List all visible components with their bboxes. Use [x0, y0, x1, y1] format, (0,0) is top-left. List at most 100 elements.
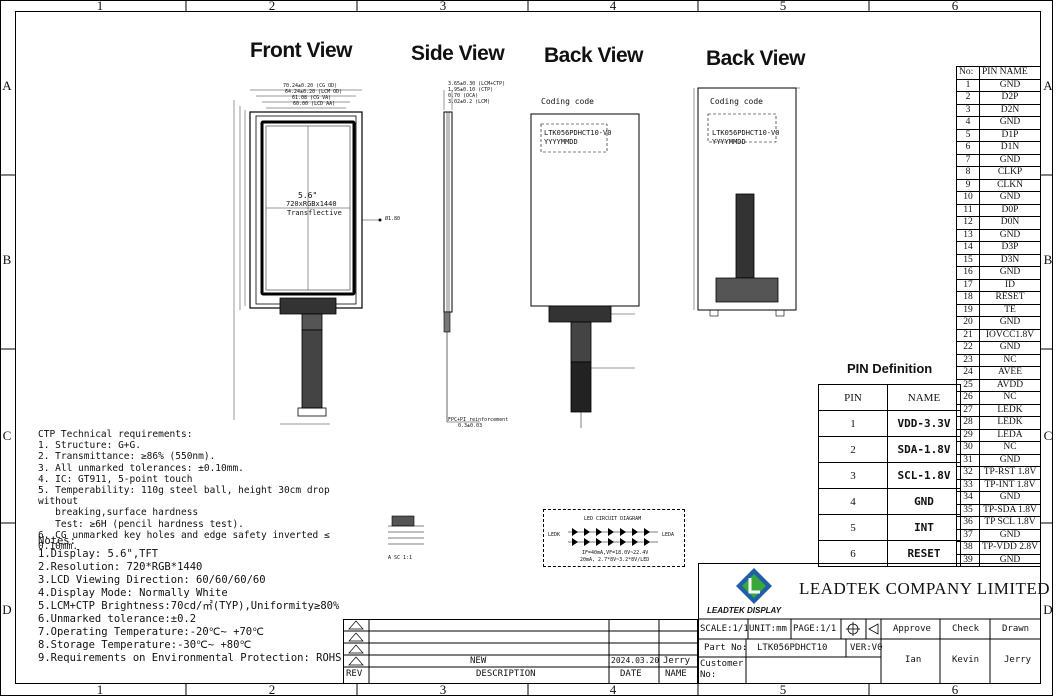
title-checker: Kevin	[952, 655, 980, 665]
zone-row-d-right: D	[1043, 602, 1053, 617]
pin-number: 5	[956, 128, 980, 142]
title-page: PAGE:1/1	[793, 624, 837, 634]
side-dim-total: 3.65±0.30 (LCM+CTP)	[448, 81, 506, 87]
pin-name: TP SCL 1.8V	[979, 516, 1041, 530]
pin-number: 24	[956, 366, 980, 380]
back1-code-line2: YYYYMMDD	[544, 138, 578, 146]
revision-entry-name: Jerry	[663, 656, 691, 666]
back-view-title-2: Back View	[706, 47, 806, 70]
ctp-item-5c: Test: ≥6H (pencil hardness test).	[38, 518, 244, 530]
pin-number: 7	[956, 153, 980, 167]
pin-name: LEDA	[979, 428, 1041, 442]
pin-number: 22	[956, 341, 980, 355]
pin-number: 17	[956, 278, 980, 292]
pin-name: TP-INT 1.8V	[979, 478, 1041, 492]
side-view-drawing	[443, 90, 480, 423]
side-dim-lcm: 3.02±0.2 (LCM)	[448, 99, 491, 105]
pin-number: 21	[956, 328, 980, 342]
pin-number: 9	[956, 178, 980, 192]
pin-number: 3	[956, 103, 980, 117]
zone-row-b: B	[2, 252, 12, 267]
zone-col-5-bottom: 5	[779, 682, 787, 697]
ctp-requirements-title: CTP Technical requirements:	[38, 429, 193, 440]
led-array-symbols	[568, 528, 658, 546]
revision-entry-date: 2024.03.20	[611, 656, 660, 665]
note-1: 1.Display: 5.6",TFT	[38, 548, 159, 560]
revision-name-header: NAME	[665, 669, 687, 679]
pin-number: 12	[956, 216, 980, 230]
back-view-title-1: Back View	[544, 44, 644, 67]
front-dim-lcm-od: 64.24±0.20 (LCM OD)	[285, 89, 343, 95]
pin-name: AVEE	[979, 366, 1041, 380]
pin-name: GND	[979, 453, 1041, 467]
pin-definition-name: SDA-1.8V	[887, 436, 961, 463]
back1-coding-title: Coding code	[541, 97, 594, 106]
title-approver: Ian	[905, 655, 922, 665]
pin-number: 20	[956, 316, 980, 330]
pin-name: TP-SDA 1.8V	[979, 503, 1041, 517]
zone-row-d: D	[2, 602, 12, 617]
pin-number: 18	[956, 291, 980, 305]
front-dim-cg-va: 61.08 (CG VA)	[292, 95, 332, 101]
pin-definition-header-pin: PIN	[818, 384, 888, 411]
zone-row-b-right: B	[1043, 252, 1053, 267]
pin-name: CLKN	[979, 178, 1041, 192]
pin-name: D3N	[979, 253, 1041, 267]
title-customer-label: Customer No:	[700, 659, 744, 680]
zone-row-c: C	[2, 428, 12, 443]
zone-col-2: 2	[268, 0, 276, 13]
zone-col-3: 3	[439, 0, 447, 13]
pin-name: D2P	[979, 91, 1041, 105]
led-circuit-right-label: LEDA	[662, 532, 675, 538]
pin-name: GND	[979, 78, 1041, 92]
pin-definition-name: SCL-1.8V	[887, 462, 961, 489]
pin-definition-name: INT	[887, 514, 961, 541]
note-6: 6.Unmarked tolerance:±0.2	[38, 613, 197, 625]
title-check-header: Check	[952, 624, 980, 634]
title-approve-header: Approve	[893, 624, 931, 634]
title-drawer: Jerry	[1004, 655, 1032, 665]
pin-name: TP-RST 1.8V	[979, 466, 1041, 480]
pin-number: 2	[956, 91, 980, 105]
front-mode-label: Transflective	[287, 209, 342, 217]
title-block	[698, 563, 1041, 684]
title-part-no-label: Part No:	[704, 643, 748, 653]
revision-entry-desc: NEW	[470, 656, 487, 666]
zone-col-3-bottom: 3	[439, 682, 447, 697]
pin-name: NC	[979, 353, 1041, 367]
notes-block: Notes: 1.Display: 5.6",TFT 2.Resolution:…	[38, 535, 348, 665]
notes-title: Notes:	[38, 535, 76, 547]
note-4: 4.Display Mode: Normally White	[38, 587, 228, 599]
pin-name: D1N	[979, 141, 1041, 155]
back2-code-line1: LTK056PDHCT10-V0	[712, 129, 780, 137]
zone-col-4-bottom: 4	[609, 682, 617, 697]
back1-code-line1: LTK056PDHCT10-V0	[544, 129, 612, 137]
pin-number: 10	[956, 191, 980, 205]
pin-name: GND	[979, 116, 1041, 130]
side-dim-ctp: 1.95±0.10 (CTP)	[448, 87, 494, 93]
pin-name: NC	[979, 441, 1041, 455]
pin-name: D0N	[979, 216, 1041, 230]
